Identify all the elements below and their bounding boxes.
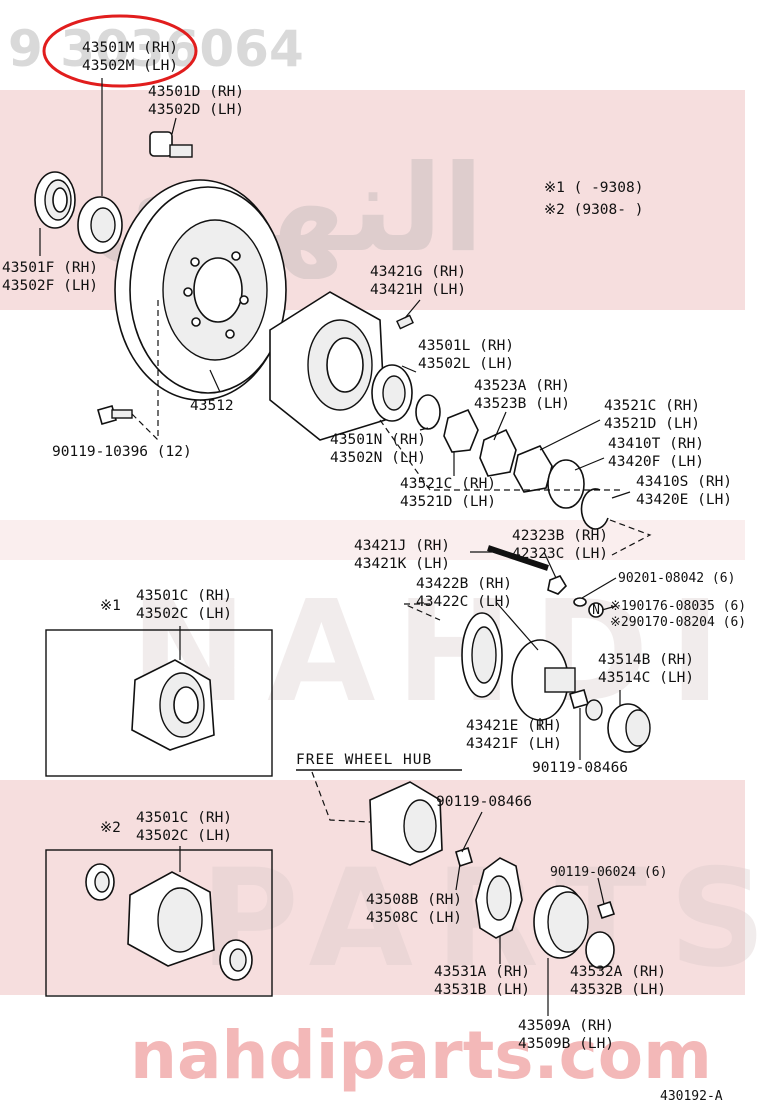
label-190176: ※190176-08035 (6) (610, 599, 746, 614)
free-wheel-hub-title: FREE WHEEL HUB (296, 752, 432, 768)
label-43521C-top: 43521C (RH) (604, 398, 700, 414)
label-43501C-2: 43501C (RH) (136, 810, 232, 826)
bearing-43501L (371, 364, 413, 422)
label-43502L: 43502L (LH) (418, 356, 514, 372)
label-43512: 43512 (190, 398, 234, 414)
label-43421K: 43421K (LH) (354, 556, 450, 572)
pin-43421G (396, 314, 414, 330)
snap-ring-43501N (415, 394, 441, 430)
label-43421G: 43421G (RH) (370, 264, 466, 280)
label-43501D: 43501D (RH) (148, 84, 244, 100)
label-90201-08042: 90201-08042 (6) (618, 571, 735, 586)
label-90119-08466-a: 90119-08466 (532, 760, 628, 776)
leader-lines-bottom (311, 771, 605, 1016)
note-2: ※2 (9308- ) (544, 202, 643, 218)
o-ring-43532A (585, 931, 615, 969)
label-43502F: 43502F (LH) (2, 278, 98, 294)
hub-bolt-43501D (149, 131, 193, 158)
hub-assembly-43501C-1 (131, 659, 215, 751)
free-wheel-hub-body-43508B (369, 781, 443, 866)
label-43501L: 43501L (RH) (418, 338, 514, 354)
label-43521C-mid: 43521C (RH) (400, 476, 496, 492)
label-43514B: 43514B (RH) (598, 652, 694, 668)
watermark-band-mid (0, 520, 745, 560)
cap-43514B (607, 703, 651, 753)
note-mark-2: ※2 (100, 820, 121, 836)
label-43508C: 43508C (LH) (366, 910, 462, 926)
label-43509B: 43509B (LH) (518, 1036, 614, 1052)
label-42323B: 42323B (RH) (512, 528, 608, 544)
label-43421F: 43421F (LH) (466, 736, 562, 752)
inset-box-1 (45, 629, 273, 777)
leader-bolt (131, 413, 159, 441)
label-43422B: 43422B (RH) (416, 576, 512, 592)
label-90119-06024: 90119-06024 (6) (550, 865, 667, 880)
label-43502C-1: 43502C (LH) (136, 606, 232, 622)
note-1: ※1 ( -9308) (544, 180, 643, 196)
label-43521D-top: 43521D (LH) (604, 416, 700, 432)
hub-assembly-43501C-2 (85, 863, 253, 981)
label-290170: ※290170-08204 (6) (610, 615, 746, 630)
oil-seal-43501F (34, 171, 76, 229)
label-43420F: 43420F (LH) (608, 454, 704, 470)
label-43532A: 43532A (RH) (570, 964, 666, 980)
gasket-43422B (461, 612, 503, 698)
bolt-90119-08466-b (455, 846, 473, 868)
nut-marker-n: N (592, 603, 600, 618)
label-43501F: 43501F (RH) (2, 260, 98, 276)
label-43502C-2: 43502C (LH) (136, 828, 232, 844)
label-43501C-1: 43501C (RH) (136, 588, 232, 604)
label-42323C: 42323C (LH) (512, 546, 608, 562)
part-labels: 43501M (RH) 43502M (LH) 43501D (RH) 4350… (2, 40, 746, 1104)
leader-lines-mid (403, 551, 621, 760)
label-43421J: 43421J (RH) (354, 538, 450, 554)
label-43514C: 43514C (LH) (598, 670, 694, 686)
axle-hub (269, 291, 386, 441)
nut-43521C-top (513, 444, 553, 493)
snap-ring-43410S (580, 488, 609, 530)
label-43508B: 43508B (RH) (366, 892, 462, 908)
label-43501N: 43501N (RH) (330, 432, 426, 448)
bearing-43501M (77, 196, 123, 254)
label-43531B: 43531B (LH) (434, 982, 530, 998)
label-90119-08466-b: 90119-08466 (436, 794, 532, 810)
label-43421H: 43421H (LH) (370, 282, 466, 298)
inset-box-2 (45, 849, 273, 997)
label-43502N: 43502N (LH) (330, 450, 426, 466)
brake-disc-43512 (114, 179, 287, 401)
stud-43421J (487, 545, 549, 571)
highlight-ellipse (42, 14, 198, 88)
label-43523B: 43523B (LH) (474, 396, 570, 412)
label-43420E: 43420E (LH) (636, 492, 732, 508)
watermark-site-url: nahdiparts.com (130, 1017, 712, 1094)
label-43410T: 43410T (RH) (608, 436, 704, 452)
label-43532B: 43532B (LH) (570, 982, 666, 998)
label-43502M: 43502M (LH) (82, 58, 178, 74)
lock-washer-43523A (479, 428, 517, 477)
gasket-43531A (475, 857, 523, 939)
figure-code: 430192-A (660, 1089, 723, 1104)
cover-43509A (533, 885, 589, 959)
label-90119-10396: 90119-10396 (12) (52, 444, 192, 460)
label-43502D: 43502D (LH) (148, 102, 244, 118)
washer-90201-08042 (573, 597, 587, 607)
bolt-90119-08466-a (569, 689, 603, 721)
bolt-90119-10396 (97, 405, 133, 425)
label-43521D-mid: 43521D (LH) (400, 494, 496, 510)
leader-lines-top (39, 78, 652, 556)
nut-43521C-mid (443, 408, 479, 453)
bolt-90119-06024 (596, 900, 616, 920)
note-mark-1: ※1 (100, 598, 121, 614)
label-43531A: 43531A (RH) (434, 964, 530, 980)
label-43523A: 43523A (RH) (474, 378, 570, 394)
nut-42323B (547, 575, 568, 595)
bearing-43410T (547, 459, 585, 509)
label-43509A: 43509A (RH) (518, 1018, 614, 1034)
label-43421E: 43421E (RH) (466, 718, 562, 734)
label-43501M: 43501M (RH) (82, 40, 178, 56)
label-43422C: 43422C (LH) (416, 594, 512, 610)
label-43410S: 43410S (RH) (636, 474, 732, 490)
